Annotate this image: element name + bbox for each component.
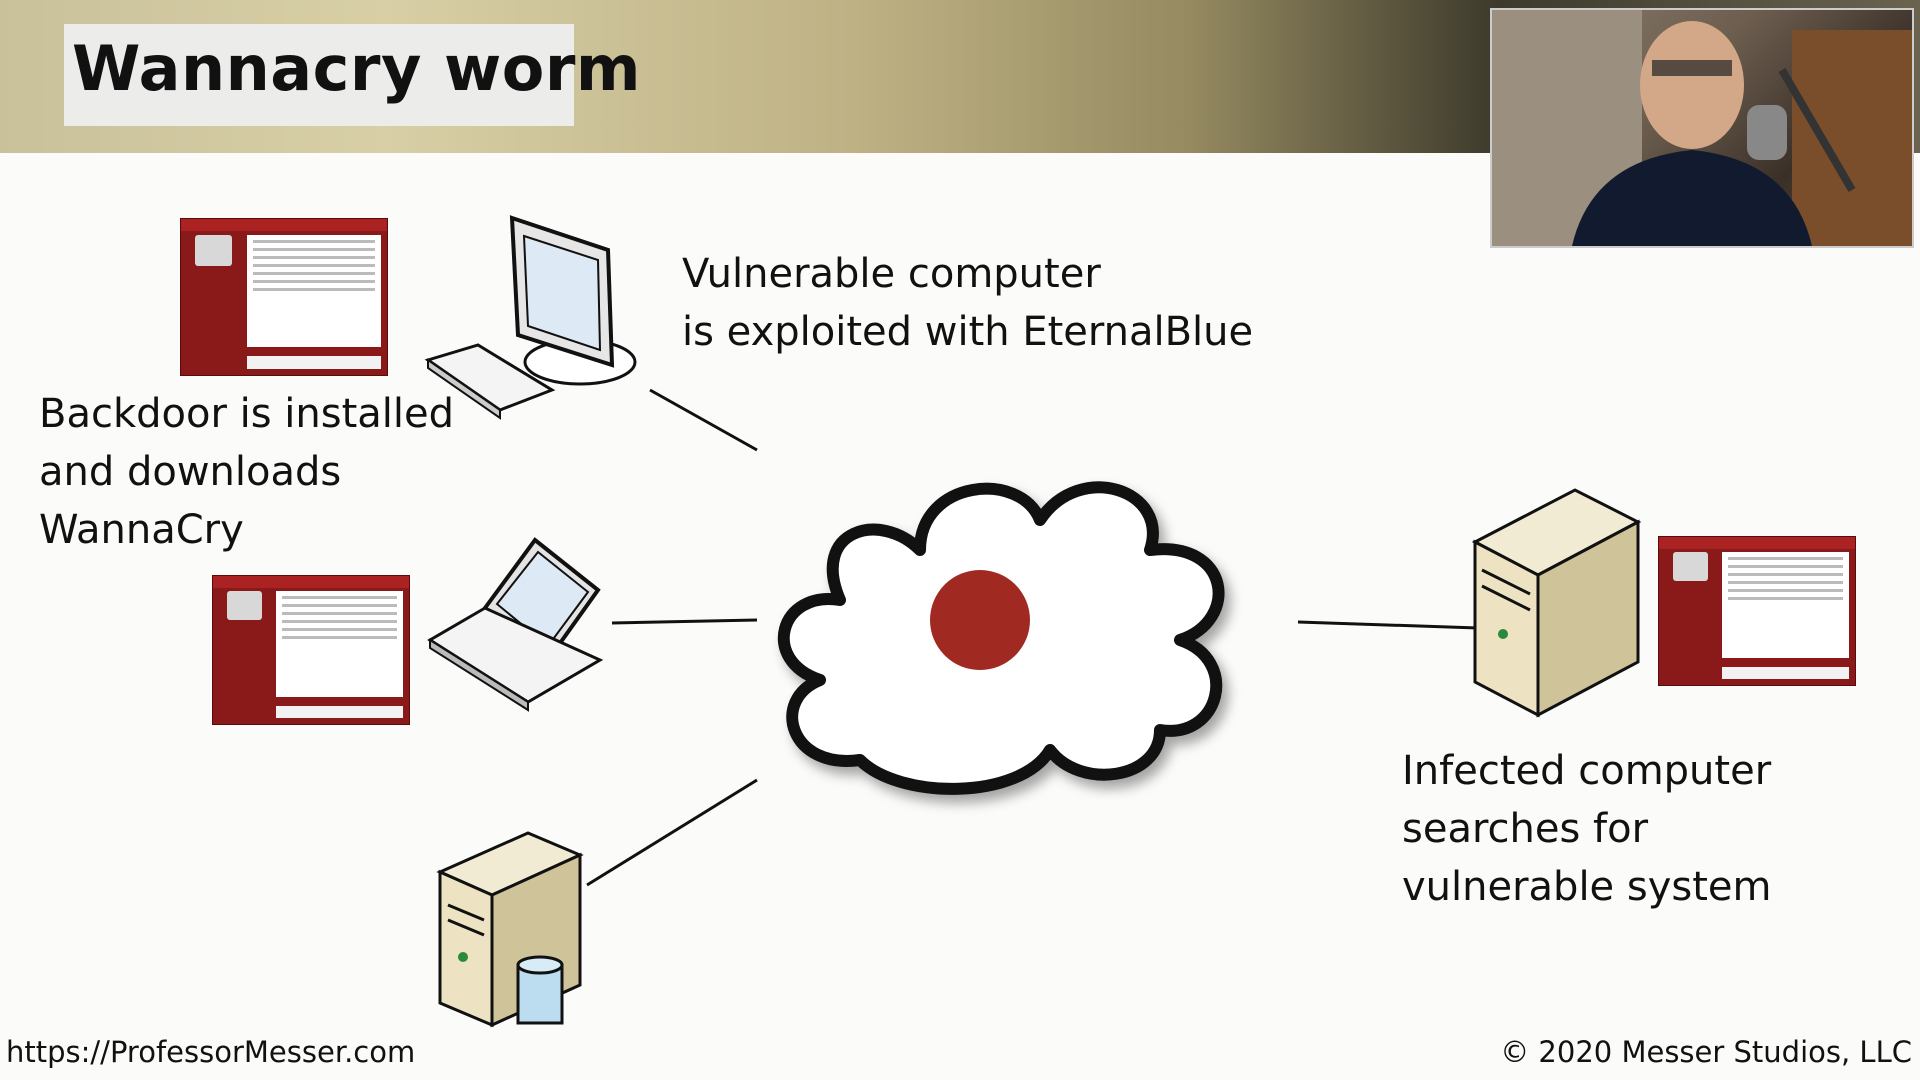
laptop-icon	[427, 537, 604, 712]
wannacry-ransom-note	[180, 218, 388, 376]
presenter-video	[1490, 8, 1914, 248]
wannacry-ransom-note	[1658, 536, 1856, 686]
title-box	[64, 24, 574, 126]
lock-icon	[195, 234, 233, 266]
link-desktop	[649, 388, 758, 452]
backdoor-label: Backdoor is installed and downloads Wann…	[39, 391, 454, 553]
footer-url: https://ProfessorMesser.com	[6, 1035, 416, 1069]
database-server-icon	[436, 831, 584, 1028]
link-db-server	[586, 778, 758, 887]
lock-icon	[226, 590, 262, 621]
infection-dot	[930, 570, 1030, 670]
link-server	[1297, 620, 1479, 630]
desktop-computer-icon	[424, 215, 637, 420]
link-laptop	[611, 618, 758, 625]
internet-cloud-icon	[777, 481, 1225, 795]
footer-copyright: © 2020 Messer Studios, LLC	[1500, 1035, 1912, 1069]
wannacry-ransom-note	[212, 575, 410, 725]
slide-title: Wannacry worm	[72, 32, 642, 105]
server-icon	[1471, 488, 1642, 718]
infected-computer-label: Infected computer searches for vulnerabl…	[1402, 748, 1772, 910]
vulnerable-computer-label: Vulnerable computer is exploited with Et…	[682, 251, 1254, 355]
lock-icon	[1672, 551, 1708, 582]
